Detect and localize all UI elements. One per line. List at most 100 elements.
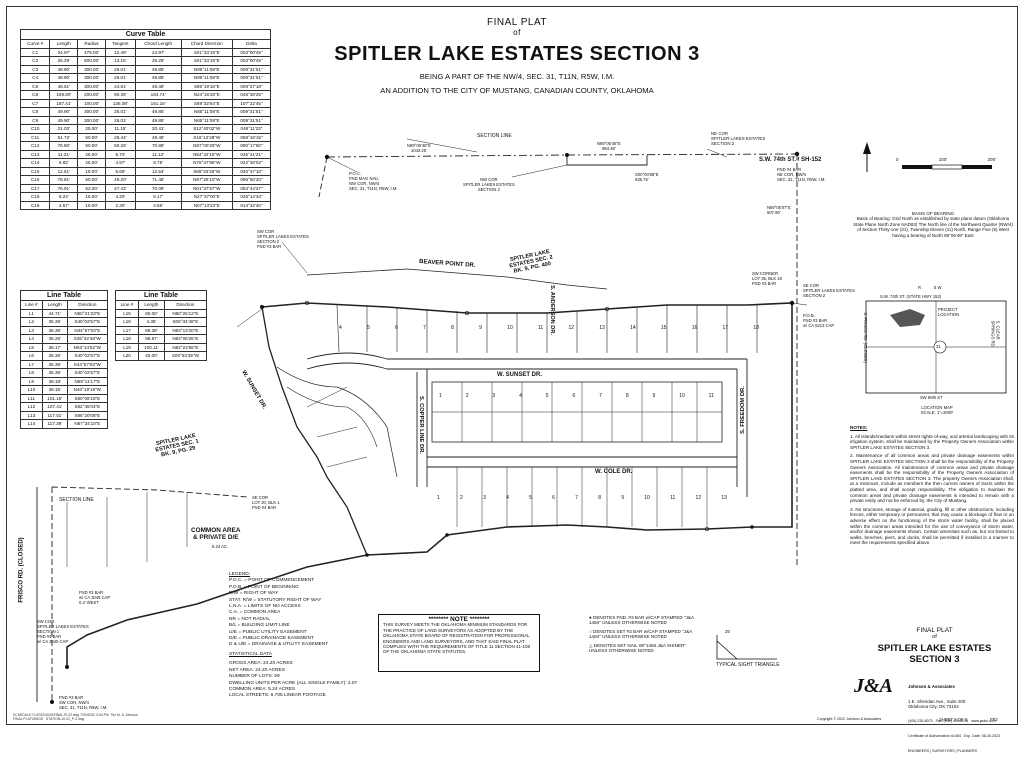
legend-item: D/E = PUBLIC DRAINAGE EASEMENT [229,636,314,642]
south-bearing-2: N89°06'07"E 507.90' [767,205,791,215]
note-box: ******** NOTE ******** THIS SURVEY MEETS… [378,614,540,672]
north-lot-lines [336,304,758,353]
symbol-legend-item: △ DENOTES SET NAIL W/"1484 J&A SHINER" U… [589,642,686,654]
note-item: 3. No structures, storage of material, g… [850,506,1014,546]
scale-label: 0 [896,157,899,162]
plat-block-line2: of [932,634,937,640]
lot-number: 9 [652,393,656,399]
notes-block: NOTES: 1. All islands/medians within str… [850,425,1014,546]
loc-scale: SCALE: 1"=2000' [920,410,954,415]
fnd-bar-ne-label: FND #4 BAR NE COR, NW/4 SEC. 31, T11N, R… [777,167,826,182]
firm-disciplines: ENGINEERS | SURVEYORS | PLANNERS [908,749,977,753]
lot-number: 11 [708,393,714,399]
lot-number: 12 [695,495,702,501]
project-location-shape [890,309,925,327]
lot-number: 10 [644,495,650,501]
legend-item: D & U/E = DRAINAGE & UTILITY EASEMENT [229,642,329,648]
legend-item: L.N.A. = LIMITS OF NO ACCESS [229,604,301,610]
firm-cert: Certificate of Authorization #1484 Exp. … [908,734,1001,738]
se-cor-lot20-label: SE COR LOT 20, BLK 1 FND #4 BAR [252,495,280,510]
lot-number: 1 [439,393,442,399]
lot-number: 13 [721,495,727,501]
line-table-2-title: Line Table [115,290,207,300]
lot-number: 10 [507,325,513,331]
line-table-2-cell: L20 [114,351,140,361]
title-sub1: BEING A PART OF THE NW/4, SEC. 31, T11N,… [419,72,615,81]
lot-number: 7 [423,325,426,331]
plat-block-line4: SECTION 3 [909,654,960,665]
sw-cor-sec1-label: SW COR SPITLER LAKES ESTATES SECTION 1 F… [37,619,89,644]
curve-table-title: Curve Table [20,29,271,39]
lot-number: 8 [625,393,629,399]
loc-r5w: 5 W [934,285,942,290]
legend-item: NR = NOT RADIAL [229,616,271,622]
note-box-text: THIS SURVEY MEETS THE OKLAHOMA MINIMUM S… [383,622,531,655]
lot-number: 6 [552,495,555,501]
basis-of-bearing: BASIS OF BEARING Basis of Bearing: Grid … [851,211,1015,238]
plat-title-block: FINAL PLAT of SPITLER LAKE ESTATES SECTI… [852,627,1017,665]
title-of: of [513,28,521,37]
firm-phone: (405) 235-8075 Fax: (405) 235-8078 www.j… [908,719,996,723]
footer-copyright: Copyright © 2022 Johnson & Associates [817,717,882,721]
lot-number: 16 [691,325,698,331]
common-area-acres: 5.24 AC. [212,544,229,549]
legend-item: STAT. R/W = STATUTORY RIGHT OF WAY [229,597,322,603]
legend-item: R/W = RIGHT OF WAY [229,591,279,597]
frisco-rd-label: FRISCO RD. (CLOSED) [18,537,25,603]
lot-number: 13 [599,325,605,331]
section-line-left-label: SECTION LINE [59,497,94,503]
location-map: R 5 W S.W. 74th ST. (STATE HWY 152) PROJ… [850,285,1015,401]
statistical-item: NET AREA: 24.20 ACRES [229,667,285,673]
firm-name: Johnson & Associates [908,684,955,689]
symbols-legend: ● DENOTES FND. #3 BAR w/CAP STAMPED "J&A… [589,612,697,653]
lot-number: 12 [568,325,575,331]
lot-number: 8 [451,325,454,331]
footer-sheet: SHEET 2 OF 3 [939,717,967,722]
lot-number: 3 [483,495,486,501]
note-item: 1. All islands/medians within street rig… [850,433,1014,450]
statistical-item: LOCAL STREETS: 6,705 LINEAR FOOTAGE [229,693,326,699]
statistical-title: STATISTICAL DATA [229,651,272,657]
basis-text: Basis of Bearing: Grid North as establis… [853,216,1013,238]
subdivision-boundary [66,302,793,667]
page-title: SPITLER LAKE ESTATES SECTION 3 [334,43,700,65]
sw74-street-label: S.W. 74th ST. / SH-152 [759,157,822,163]
legend-item: C.A. = COMMON AREA [229,610,281,616]
statistical-item: NUMBER OF LOTS: 59 [229,674,280,680]
poc-label: P.O.C. FND MAG NAIL NW COR, NW/4 SEC. 31… [349,171,398,191]
lot-number: 2 [465,393,469,399]
lot-number: 5 [529,495,532,501]
loc-road-left: S. FRISCO RD. (CLOSED) [862,312,868,363]
sw-corner-lot-label: SW CORNER LOT 35, BLK 16 FND #3 BAR [752,271,782,286]
line-table-2-cell: S00°54'35"W [163,351,208,361]
firm-logo: J&A [854,675,893,697]
plat-block-line3: SPITLER LAKE ESTATES [877,643,992,654]
north-bearing-2: N89°06'48"E 984.48' [597,141,621,151]
loc-road-bottom: SW 89th ST [920,395,943,400]
statistical-item: DWELLING UNITS PER ACRE (ALL SINGLE FAMI… [229,680,358,686]
loc-road-top: S.W. 74th ST. (STATE HWY 152) [880,294,942,299]
title-final-plat: FINAL PLAT [486,17,547,28]
loc-section: 31 [936,344,941,349]
lot-number: 4 [339,325,342,331]
symbol-legend-item: ○ DENOTES SET #3 BAR w/CAP STAMPED "J&A … [589,628,692,640]
legend-item: B/L = BUILDING LIMIT LINE [229,623,290,629]
legend-title: LEGEND: [229,572,251,577]
lot-number: 7 [599,393,602,399]
ne-cor-label: NE COR SPITLER LAKES ESTATES SECTION 2 [711,131,766,146]
s-freedom-dr-label: S. FREEDOM DR. [739,386,746,434]
loc-r: R [918,285,922,290]
legend-item: P.O.C. = POINT OF COMMENCEMENT [229,578,315,584]
common-area-label: COMMON AREA & PRIVATE D/E [191,527,241,541]
